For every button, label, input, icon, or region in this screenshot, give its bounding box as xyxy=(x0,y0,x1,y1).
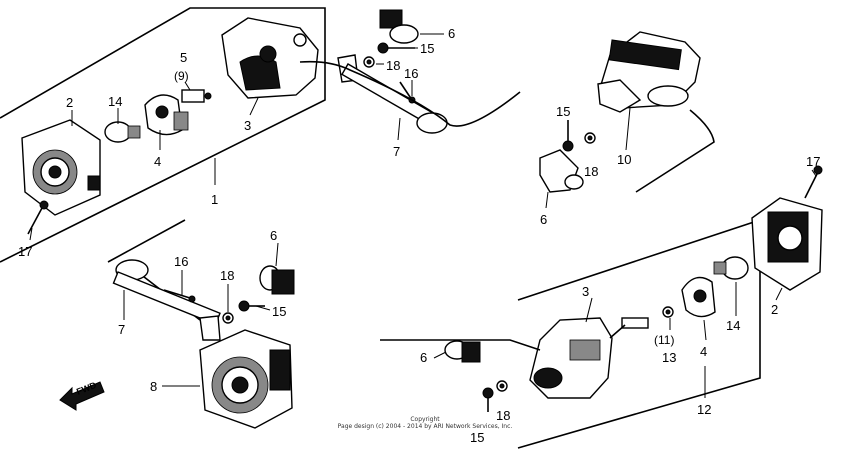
callout-18: 18 xyxy=(386,58,400,73)
callout-2: 2 xyxy=(66,95,73,110)
callout-9: (9) xyxy=(174,69,189,83)
callout-18-right: 18 xyxy=(584,164,598,179)
callout-7: 7 xyxy=(393,144,400,159)
assembly-1-frame xyxy=(0,7,326,263)
callout-11: (11) xyxy=(654,333,674,347)
screw-17-left xyxy=(27,200,49,235)
callout-3-right: 3 xyxy=(582,284,589,299)
callout-10: 10 xyxy=(617,152,631,167)
callout-15: 15 xyxy=(420,41,434,56)
washer-18-bottom xyxy=(222,312,234,324)
wire-lower-right xyxy=(380,324,626,351)
stay-7-bottom xyxy=(112,259,221,341)
bolt-15-bottom xyxy=(238,300,265,312)
callout-16: 16 xyxy=(404,66,418,81)
bolt-16-bottom xyxy=(163,289,196,303)
grommet-6-bottom xyxy=(259,265,295,295)
grommet-6-top xyxy=(379,9,419,44)
lens-2-right xyxy=(751,197,823,291)
leader-lines xyxy=(29,33,817,387)
callout-14-right: 14 xyxy=(726,318,740,333)
grommet-6-lower-right xyxy=(444,340,481,363)
socket-4-left xyxy=(144,94,189,136)
callout-13: 13 xyxy=(662,350,676,365)
callout-5: 5 xyxy=(180,50,187,65)
washer-18-right xyxy=(584,132,596,144)
bolt-15-right xyxy=(562,120,574,152)
callout-7-bottom: 7 xyxy=(118,322,125,337)
callout-15-bottom: 15 xyxy=(272,304,286,319)
callout-14: 14 xyxy=(108,94,122,109)
bolt-5-left xyxy=(181,89,212,103)
callout-6-lower-right: 6 xyxy=(420,350,427,365)
washer-18-top xyxy=(363,56,375,68)
callout-2-right: 2 xyxy=(771,302,778,317)
washer-18-lower-right xyxy=(496,380,508,392)
screw-17-right xyxy=(804,165,823,199)
copyright-line-2: Page design (c) 2004 - 2014 by ARI Netwo… xyxy=(338,423,513,430)
callout-6: 6 xyxy=(448,26,455,41)
lens-8 xyxy=(199,329,293,429)
bolt-15-lower-right xyxy=(482,387,494,412)
bulb-14-left xyxy=(104,121,141,143)
callout-4-right: 4 xyxy=(700,344,707,359)
callout-6-right: 6 xyxy=(540,212,547,227)
callout-3: 3 xyxy=(244,118,251,133)
wire-upper-left xyxy=(299,60,521,127)
callout-16-bottom: 16 xyxy=(174,254,188,269)
stay-7-top xyxy=(337,54,448,134)
lens-2-left xyxy=(21,119,101,216)
housing-10 xyxy=(597,31,701,113)
connector-13 xyxy=(621,317,649,329)
housing-3-right xyxy=(529,317,613,399)
callout-6-bottom: 6 xyxy=(270,228,277,243)
callout-17: 17 xyxy=(18,244,32,259)
callout-1: 1 xyxy=(211,192,218,207)
callout-15-lower-right: 15 xyxy=(470,430,484,445)
fwd-arrow: FWD xyxy=(59,380,105,411)
callout-17-right: 17 xyxy=(806,154,820,169)
callout-labels: 1 2 14 4 5 (9) 3 17 6 15 18 16 7 15 18 1… xyxy=(18,26,820,445)
callout-18-bottom: 18 xyxy=(220,268,234,283)
callout-18-lower-right: 18 xyxy=(496,408,510,423)
callout-12: 12 xyxy=(697,402,711,417)
bolt-11-right xyxy=(662,306,674,318)
bulb-14-right xyxy=(713,256,749,280)
wire-upper-right xyxy=(635,109,715,193)
grommet-6-right xyxy=(539,149,584,193)
copyright-line-1: Copyright xyxy=(410,416,440,423)
callout-15-right: 15 xyxy=(556,104,570,119)
callout-4: 4 xyxy=(154,154,161,169)
socket-4-right xyxy=(681,276,716,318)
assembly-12-frame xyxy=(517,218,761,449)
housing-3-left xyxy=(221,17,319,99)
callout-8: 8 xyxy=(150,379,157,394)
